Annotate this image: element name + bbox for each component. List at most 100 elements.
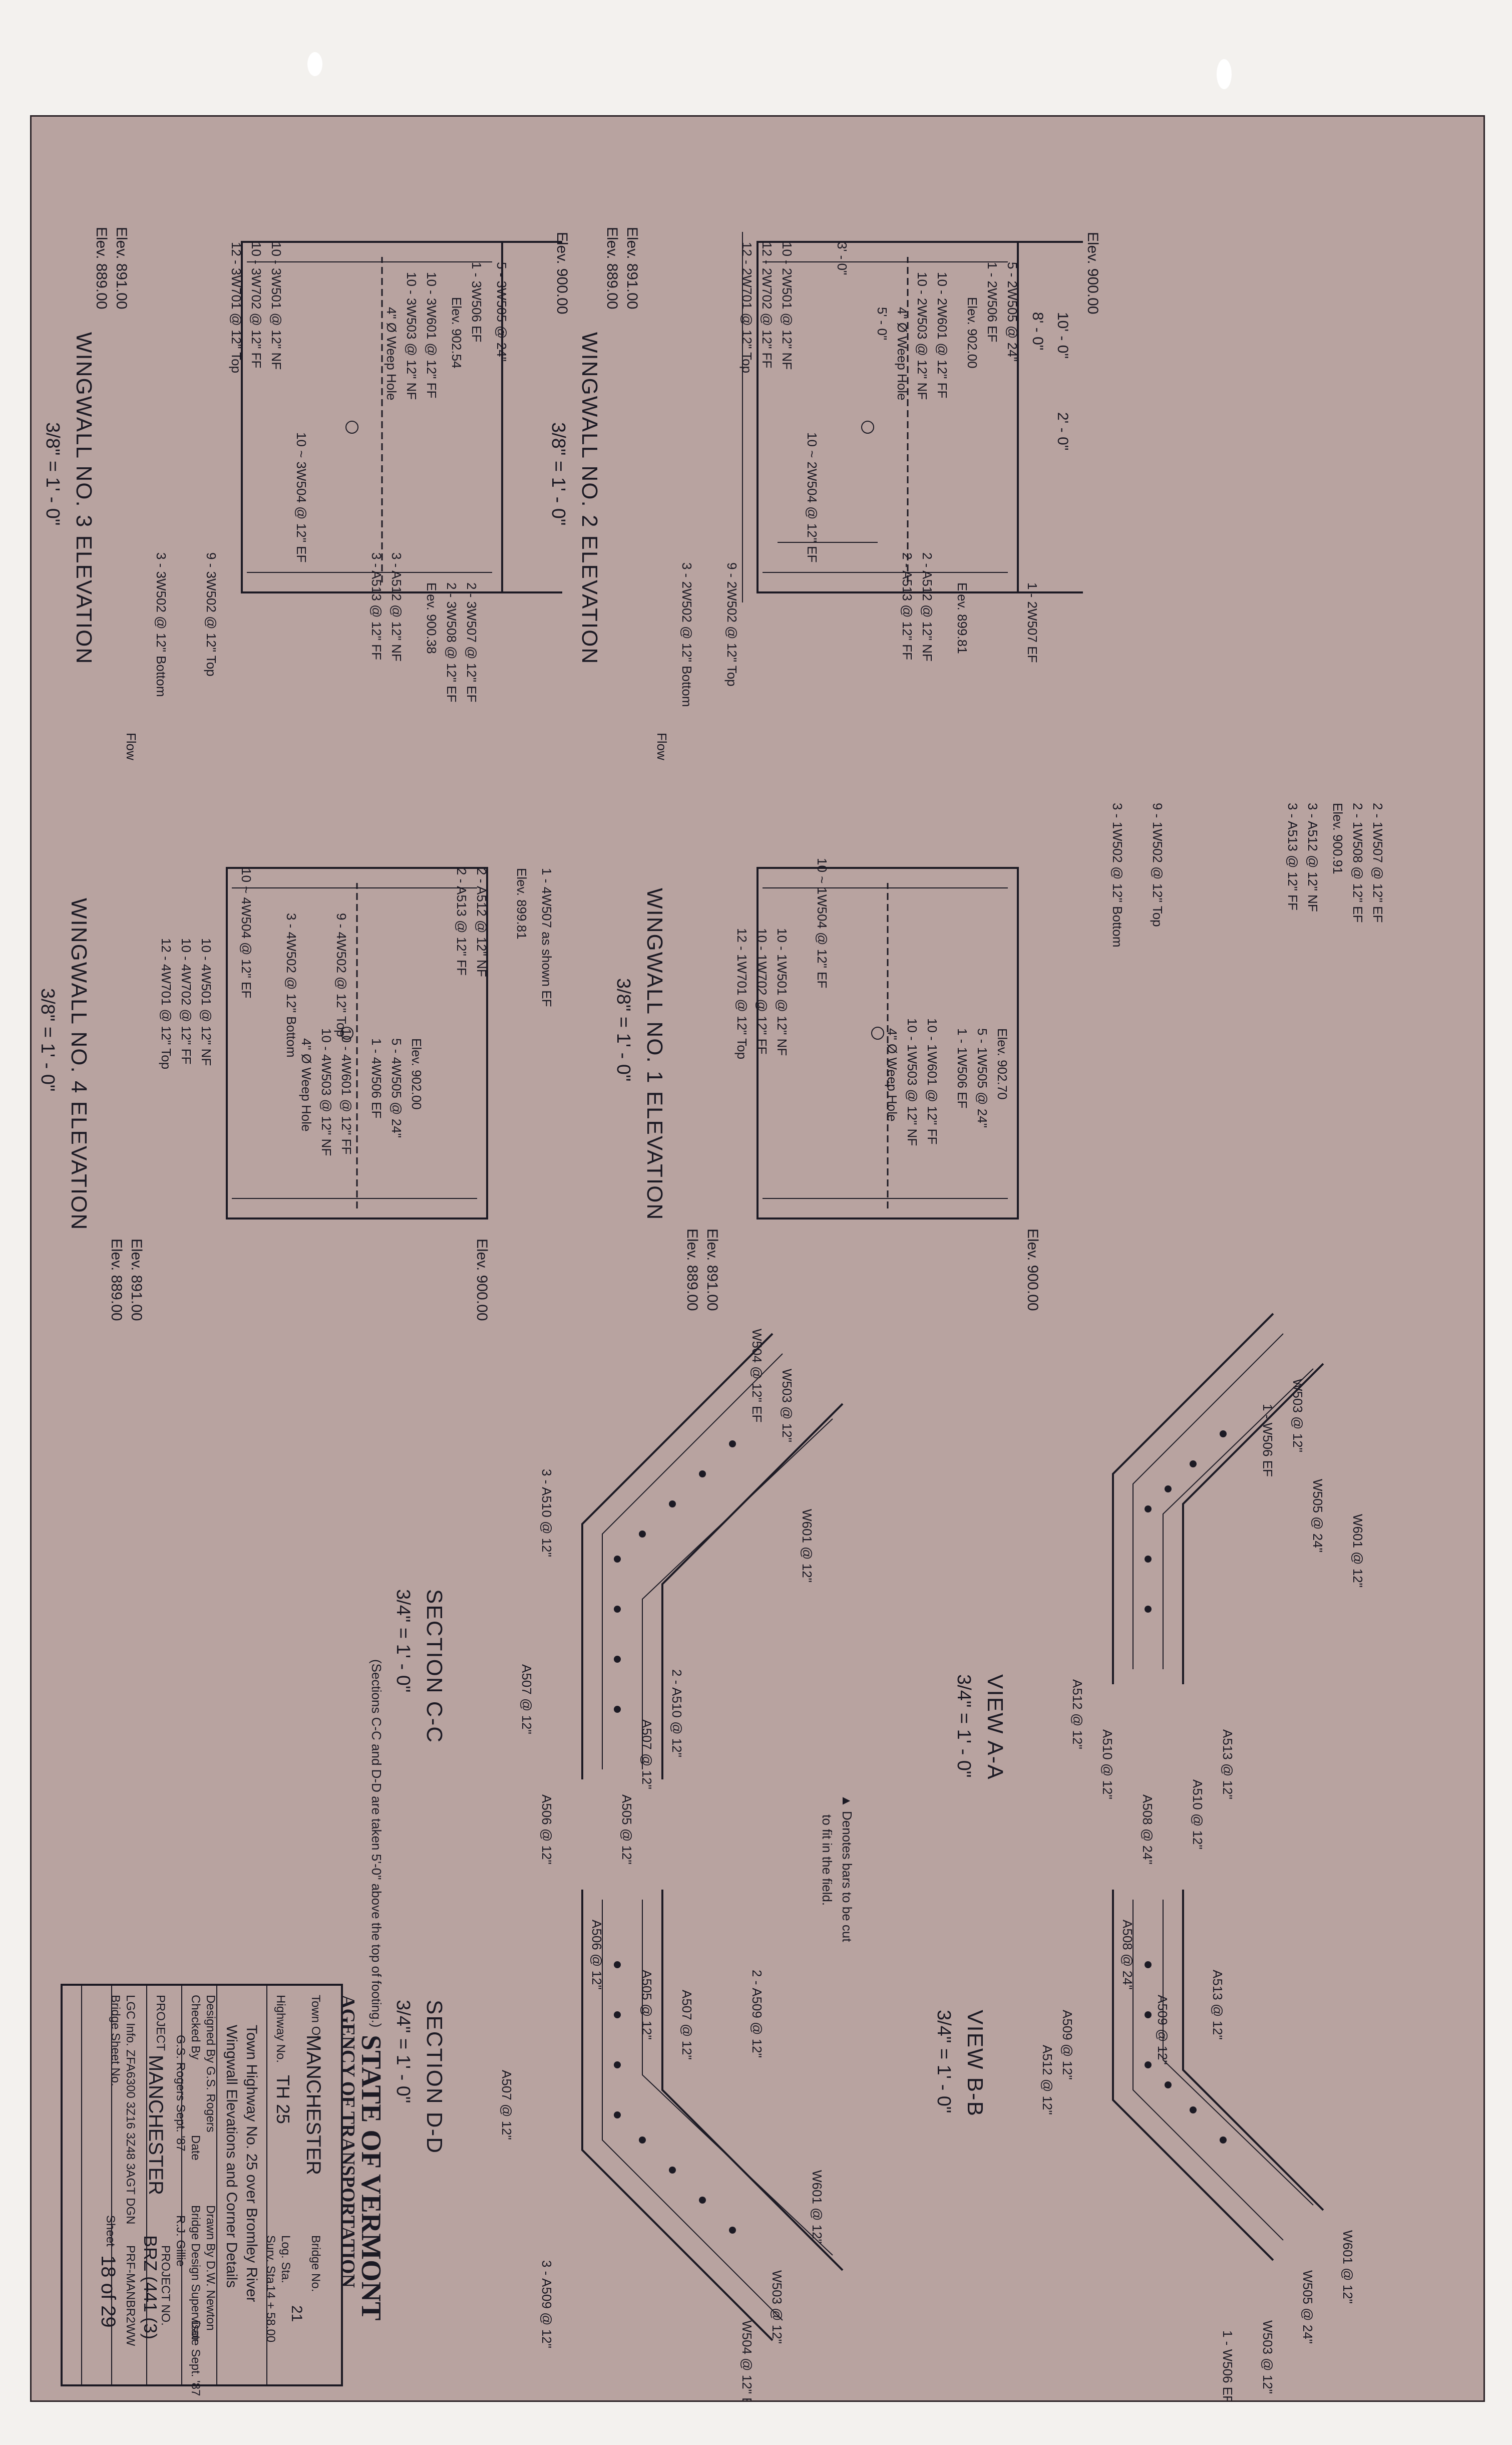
rebar-label: 12 - 2W702 @ 12" FF xyxy=(760,242,775,368)
wall-outline xyxy=(241,241,503,593)
title-block: STATE OF VERMONT AGENCY OF TRANSPORTATIO… xyxy=(61,1984,387,2396)
date-value: Date Sept. '87 xyxy=(189,2320,202,2396)
section-title: WINGWALL NO. 1 ELEVATION xyxy=(642,888,667,1220)
rebar-label: A507 @ 12" xyxy=(679,1990,694,2060)
rebar-label: 10 - 2W503 @ 12" NF xyxy=(915,272,930,400)
elevation-label: Elev. 902.00 xyxy=(965,297,980,369)
view-bb-detail: A508 @ 24" A513 @ 12" A509 @ 12" A509 @ … xyxy=(820,1794,1355,2403)
rebar-label: 2 - 3W508 @ 12" EF xyxy=(444,582,459,702)
section-title: VIEW A-A xyxy=(983,1674,1007,1780)
punch-hole xyxy=(307,52,322,76)
rebar-label: 2 - A512 @ 12" NF xyxy=(474,868,489,977)
rebar-label: A507 @ 12" xyxy=(519,1664,534,1734)
elevation-label: Elev. 900.00 xyxy=(554,232,570,315)
elevation-label: Elev. 902.70 xyxy=(995,1028,1010,1100)
rebar-label: 9 - 1W502 @ 12" Top xyxy=(1150,803,1165,927)
rebar-label: 3 - A513 @ 12" FF xyxy=(369,552,384,660)
rebar-label: W504 @ 12" EF xyxy=(739,2320,754,2400)
rebar-label: 10 - 1W501 @ 12" NF xyxy=(775,928,790,1056)
section-title: SECTION D-D xyxy=(422,2000,447,2154)
rebar-label: W503 @ 12" xyxy=(770,2270,785,2344)
dimension-label: 5' - 0" xyxy=(875,307,890,340)
view-aa-detail: W503 @ 12" 1 - W506 EF W505 @ 24" W601 @… xyxy=(953,1313,1365,1865)
elevation-label: Elev. 900.00 xyxy=(1024,1229,1041,1311)
field-label: Log. Sta. xyxy=(279,2235,292,2283)
checker: G.S. Rogers Sept. '87 xyxy=(174,2035,187,2152)
rebar-label: 3 - A512 @ 12" NF xyxy=(389,552,404,662)
wall-corner-outline xyxy=(1112,1890,1274,2261)
rebar-label: 2 - 1W508 @ 12" EF xyxy=(1350,803,1365,923)
rebar-label: 12 - 3W701 @ 12" Top xyxy=(229,242,244,373)
scale-label: 3/8" = 1' - 0" xyxy=(548,422,569,525)
rebar-label: 9 - 4W502 @ 12" Top xyxy=(334,913,349,1037)
rebar-label: 1 - 2W506 EF xyxy=(985,262,1000,342)
rebar-label: 3 - A510 @ 12" xyxy=(539,1469,554,1557)
drawing-sheet: .ln { stroke:#1c1a24; stroke-width:4; fi… xyxy=(30,115,1485,2414)
scale-label: 3/4" = 1' - 0" xyxy=(933,2010,954,2113)
rebar-label: 10 - 3W501 @ 12" NF xyxy=(269,242,284,370)
rebar-label: W601 @ 12" xyxy=(1340,2230,1355,2304)
rebar-label: 10 - 2W601 @ 12" FF xyxy=(935,272,950,398)
rebar-label: A513 @ 12" xyxy=(1210,1970,1225,2040)
designer: Designed By G.S. Rogers xyxy=(204,1995,217,2132)
rebar-label: 12 - 4W701 @ 12" Top xyxy=(159,938,174,1069)
rebar-label: 2 - A513 @ 12" FF xyxy=(454,868,469,976)
elevation-label: Elev. 891.00 xyxy=(113,227,130,310)
rebar-label: 5 - 3W505 @ 24" xyxy=(494,262,509,362)
rebar-label: W503 @ 12" xyxy=(1260,2320,1275,2394)
town-name: MANCHESTER xyxy=(302,2035,324,2175)
rebar-label: 1 - 3W506 EF xyxy=(469,262,484,342)
note-text: ▲ Denotes bars to be cut xyxy=(840,1794,855,1942)
rebar-label: 9 - 2W502 @ 12" Top xyxy=(724,562,739,687)
elevation-label: Elev. 889.00 xyxy=(93,227,110,310)
rebar-label: 9 - 3W502 @ 12" Top xyxy=(204,552,219,677)
file-name: PRF-MANBR2WW xyxy=(124,2245,137,2346)
project-number: BRZ (441 (3) xyxy=(140,2235,161,2339)
rebar-label: 12 - 1W701 @ 12" Top xyxy=(734,928,749,1059)
rebar-label: 5 - 2W505 @ 24" xyxy=(1005,262,1020,362)
rebar-label: A508 @ 24" xyxy=(1120,1920,1135,1990)
rebar-label: A509 @ 12" xyxy=(1060,2010,1075,2080)
rebar-label: 1 - 1W506 EF xyxy=(955,1028,970,1108)
rebar-label: A506 @ 12" xyxy=(539,1794,554,1865)
punch-hole xyxy=(1217,59,1232,89)
elevation-label: Elev. 889.00 xyxy=(604,227,620,310)
rebar-label: 10 - 4W702 @ 12" FF xyxy=(179,938,194,1064)
elevation-label: Elev. 899.81 xyxy=(955,582,970,654)
section-title: WINGWALL NO. 4 ELEVATION xyxy=(67,898,91,1231)
drawing-canvas: .ln { stroke:#1c1a24; stroke-width:4; fi… xyxy=(37,227,1385,2414)
rebar-label: 10 - 2W501 @ 12" NF xyxy=(780,242,795,370)
wall-outline xyxy=(757,241,1019,593)
rebar-label: 2 - A510 @ 12" xyxy=(669,1669,684,1757)
rebar-label: 3 - 2W502 @ 12" Bottom xyxy=(679,562,694,707)
survey-station: 14 + 58.00 xyxy=(264,2285,277,2342)
rebar-label: W601 @ 12" xyxy=(1350,1514,1365,1588)
rebar-label: 12 - 2W701 @ 12" Top xyxy=(739,242,754,373)
rebar-label: 4" Ø Weep Hole xyxy=(384,307,399,401)
rebar-label: 2 - A512 @ 12" NF xyxy=(920,552,935,662)
wall-corner-outline xyxy=(1182,1890,1324,2211)
rebar-label: A505 @ 12" xyxy=(639,1970,654,2040)
cad-info: LGC Info. ZFA6300 3Z16 3Z48 3AGT DGN xyxy=(124,1995,137,2224)
rebar-label: 10 - 4W601 @ 12" FF xyxy=(339,1028,354,1154)
rebar-label: 3 - 4W502 @ 12" Bottom xyxy=(284,913,299,1058)
rebar-label: 10 - 3W702 @ 12" FF xyxy=(249,242,264,368)
rebar-label: 4" Ø Weep Hole xyxy=(885,1028,900,1122)
rebar-label: A507 @ 12" xyxy=(639,1719,654,1789)
scale-label: 3/8" = 1' - 0" xyxy=(613,978,634,1081)
rebar-label: 10 ~ 1W504 @ 12" EF xyxy=(815,858,830,988)
field-label: PROJECT NO. xyxy=(159,2245,172,2326)
field-label: Bridge Design Supervisor xyxy=(189,2205,202,2341)
elevation-label: Elev. 891.00 xyxy=(128,1239,145,1321)
scale-label: 3/4" = 1' - 0" xyxy=(953,1674,974,1777)
rebar-label: 3 - A512 @ 12" NF xyxy=(1305,803,1320,912)
wingwall-1-elevation: 2 - 1W507 @ 12" EF 2 - 1W508 @ 12" EF El… xyxy=(613,803,1385,1311)
dimension-label: 3' - 0" xyxy=(835,242,850,275)
section-title: WINGWALL NO. 3 ELEVATION xyxy=(72,332,96,665)
rebar-label: W601 @ 12" xyxy=(800,1509,815,1583)
field-label: Town Of xyxy=(309,1995,322,2039)
rebar-label: 3 - 3W502 @ 12" Bottom xyxy=(154,552,169,697)
rebar-label: W503 @ 12" xyxy=(1290,1379,1305,1452)
drawing-description: Wingwall Elevations and Corner Details xyxy=(223,2025,240,2288)
field-label: Highway No. xyxy=(274,1995,287,2063)
